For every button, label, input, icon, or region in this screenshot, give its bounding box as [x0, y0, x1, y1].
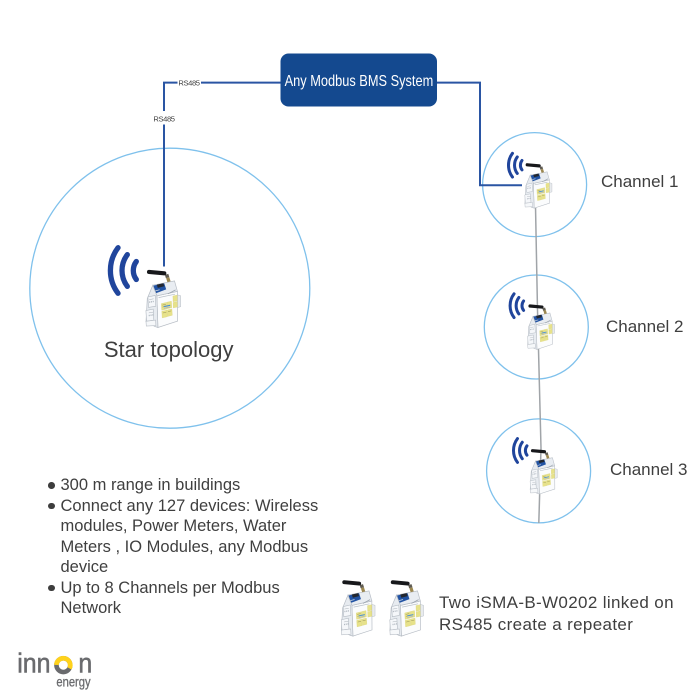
svg-text:RS485: RS485 [178, 78, 199, 87]
svg-text:energy: energy [56, 674, 91, 689]
svg-text:inn: inn [17, 647, 50, 679]
svg-text:RS485: RS485 [153, 114, 174, 123]
svg-text:n: n [78, 647, 92, 679]
